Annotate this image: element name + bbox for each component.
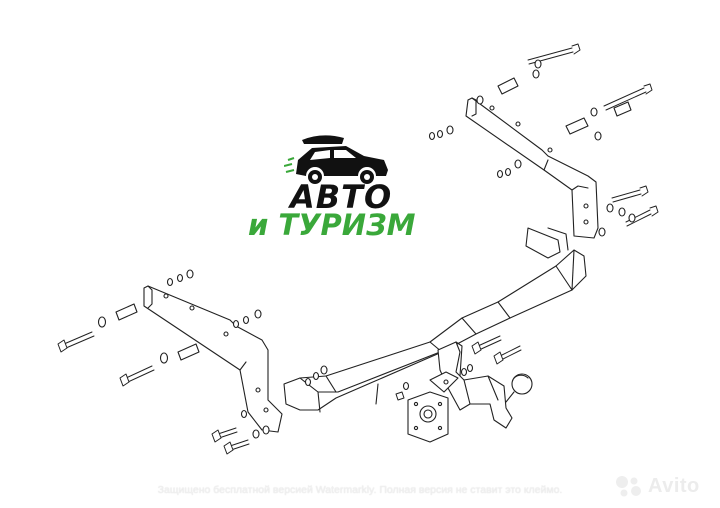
avto-i-turizm-logo: АВТО и ТУРИЗМ: [246, 128, 446, 246]
avito-wordmark: Avito: [648, 475, 700, 497]
right-mounting-bracket: [465, 97, 599, 239]
cross-beam: [283, 227, 587, 413]
washers-and-nuts: [97, 59, 636, 439]
logo-line-i-turizm: и ТУРИЗМ: [248, 208, 416, 242]
ball-mount: [437, 341, 533, 429]
spacer-tubes: [115, 77, 632, 361]
avito-logo: Avito: [614, 474, 714, 498]
socket-plate: [407, 371, 459, 443]
logo-line-avto: АВТО: [290, 178, 393, 216]
watermark-text: Защищено бесплатной версией Watermarkly.…: [157, 484, 563, 496]
left-mounting-bracket: [143, 285, 283, 433]
car-with-roof-box-icon: [284, 135, 388, 184]
bolts: [57, 43, 659, 455]
avito-dots-icon: [616, 476, 641, 497]
